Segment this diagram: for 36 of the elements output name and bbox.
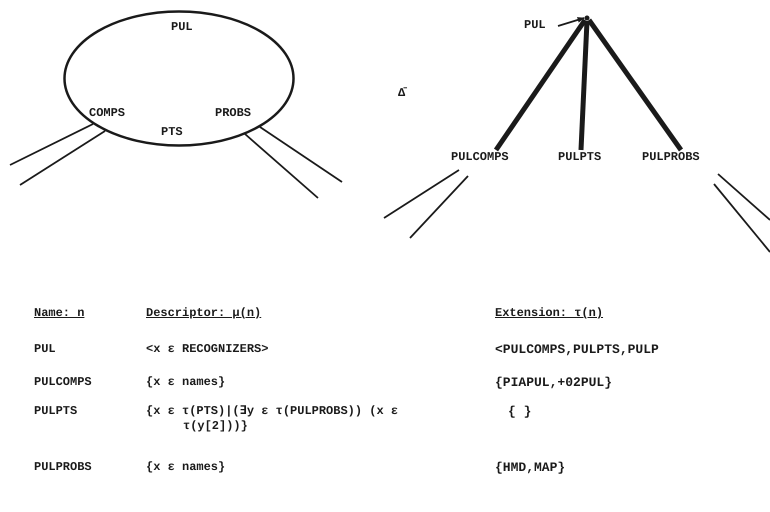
node-label: PUL [524, 18, 546, 33]
node-label: PUL [171, 20, 193, 35]
line [713, 183, 770, 253]
line [409, 175, 469, 239]
node-label: PROBS [215, 106, 252, 121]
node-label: PULPTS [558, 150, 602, 165]
node-label: PULPROBS [642, 150, 700, 165]
line [20, 130, 106, 186]
table-cell: <PULCOMPS,PULPTS,PULP [495, 342, 659, 357]
node-label: COMPS [89, 106, 126, 121]
table-cell: { } [508, 404, 532, 419]
column-header: Name: n [34, 306, 84, 321]
node-label: PULCOMPS [451, 150, 509, 165]
defined-as-symbol: Δ̄ [398, 86, 406, 101]
table-cell: PULPTS [34, 404, 78, 419]
line [717, 173, 770, 221]
column-header: Descriptor: μ(n) [146, 306, 262, 321]
table-cell: PUL [34, 342, 56, 357]
node-label: PTS [161, 125, 183, 140]
table-cell: {x ε names} [146, 375, 226, 390]
table-cell: {PIAPUL,+02PUL} [495, 375, 612, 390]
line [494, 18, 588, 152]
table-cell: PULPROBS [34, 460, 92, 475]
line [10, 123, 94, 166]
line [578, 20, 590, 150]
table-cell-text: {x ε τ(PTS)|(∃y ε τ(PULPROBS)) (x ε τ(y[2]))} [146, 404, 400, 434]
table-cell: <x ε RECOGNIZERS> [146, 342, 268, 357]
arrow [558, 17, 585, 27]
column-header: Extension: τ(n) [495, 306, 604, 321]
line [260, 126, 342, 183]
table-cell: {x ε names} [146, 460, 226, 475]
table-cell: {HMD,MAP} [495, 460, 566, 475]
line [586, 18, 684, 152]
table-cell: PULCOMPS [34, 375, 92, 390]
line [244, 133, 319, 199]
line [384, 169, 460, 219]
